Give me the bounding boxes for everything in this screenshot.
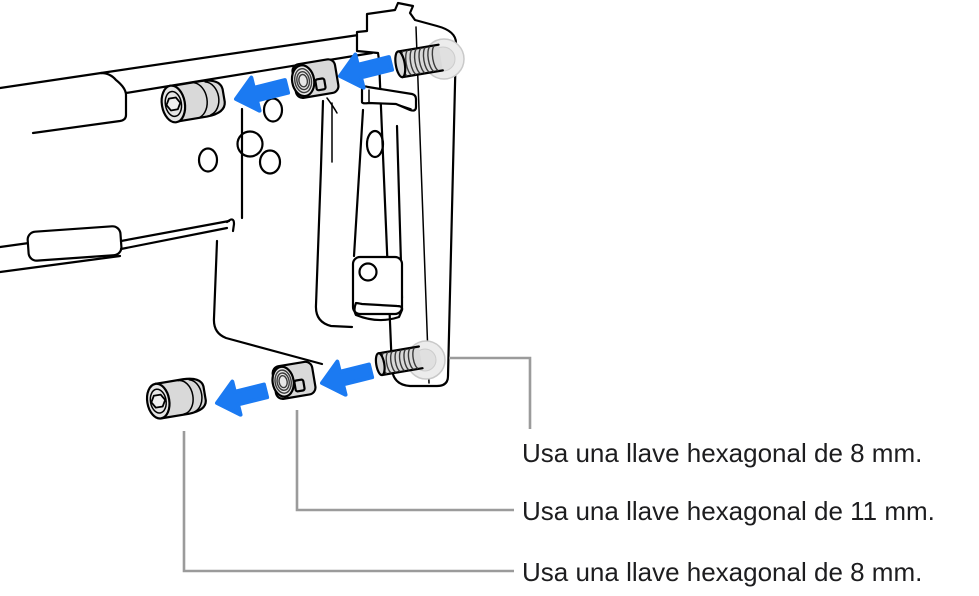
callout-line-screw-top — [449, 356, 532, 429]
standoff-nut-top — [290, 58, 340, 99]
plate-fold-line — [415, 26, 430, 384]
adapter-hole-bottom — [358, 262, 378, 282]
callout-line-nut-bottom — [295, 410, 514, 512]
adapter-left-edge — [352, 108, 365, 258]
rail-flange-line — [0, 241, 31, 249]
rail-inner-bar-top-edge — [99, 31, 374, 75]
bracket-hole — [258, 149, 282, 175]
rear-bracket-top-curve — [326, 97, 338, 114]
adapter-hole-top — [365, 129, 385, 159]
adapter-bracket — [351, 85, 418, 322]
threaded-screw-top — [394, 43, 444, 79]
threaded-screw-bottom — [374, 345, 424, 377]
arrow-left-icon — [338, 52, 395, 90]
rail-bracket-bottom-edge — [212, 239, 324, 366]
arrow-left-icon — [215, 379, 270, 417]
callout-label-nut-11mm: Usa una llave hexagonal de 11 mm. — [522, 496, 935, 526]
hex-socket-icon — [150, 393, 167, 409]
cap-screw-bottom — [145, 377, 207, 420]
arrow-left-icon — [234, 75, 291, 113]
rail-flange-end-cap — [225, 218, 236, 233]
callout-lines — [182, 356, 532, 573]
bracket-hole — [197, 147, 219, 173]
bracket-hole-large — [236, 130, 264, 158]
callout-label-screw-8mm: Usa una llave hexagonal de 8 mm. — [522, 438, 923, 468]
bracket-hole — [262, 97, 284, 123]
rail-outer-bar — [0, 71, 128, 135]
rear-bracket-left-edge — [314, 99, 354, 329]
adapter-slot-tab — [353, 301, 404, 322]
rail-flange-tab — [26, 225, 123, 262]
adapter-clip-detail — [368, 89, 412, 110]
callout-label-cap-8mm: Usa una llave hexagonal de 8 mm. — [522, 557, 923, 587]
rail-flange-rail-lines — [119, 219, 231, 251]
assembly-arrows — [215, 52, 395, 417]
hex-socket-icon — [165, 96, 182, 112]
arrow-left-icon — [320, 359, 375, 397]
standoff-nut-bottom — [271, 360, 317, 400]
callout-line-cap-bottom — [182, 431, 514, 573]
cap-screw-top — [160, 79, 226, 124]
adapter-slot — [351, 255, 404, 316]
rail-flange-bottom-line — [0, 254, 122, 274]
